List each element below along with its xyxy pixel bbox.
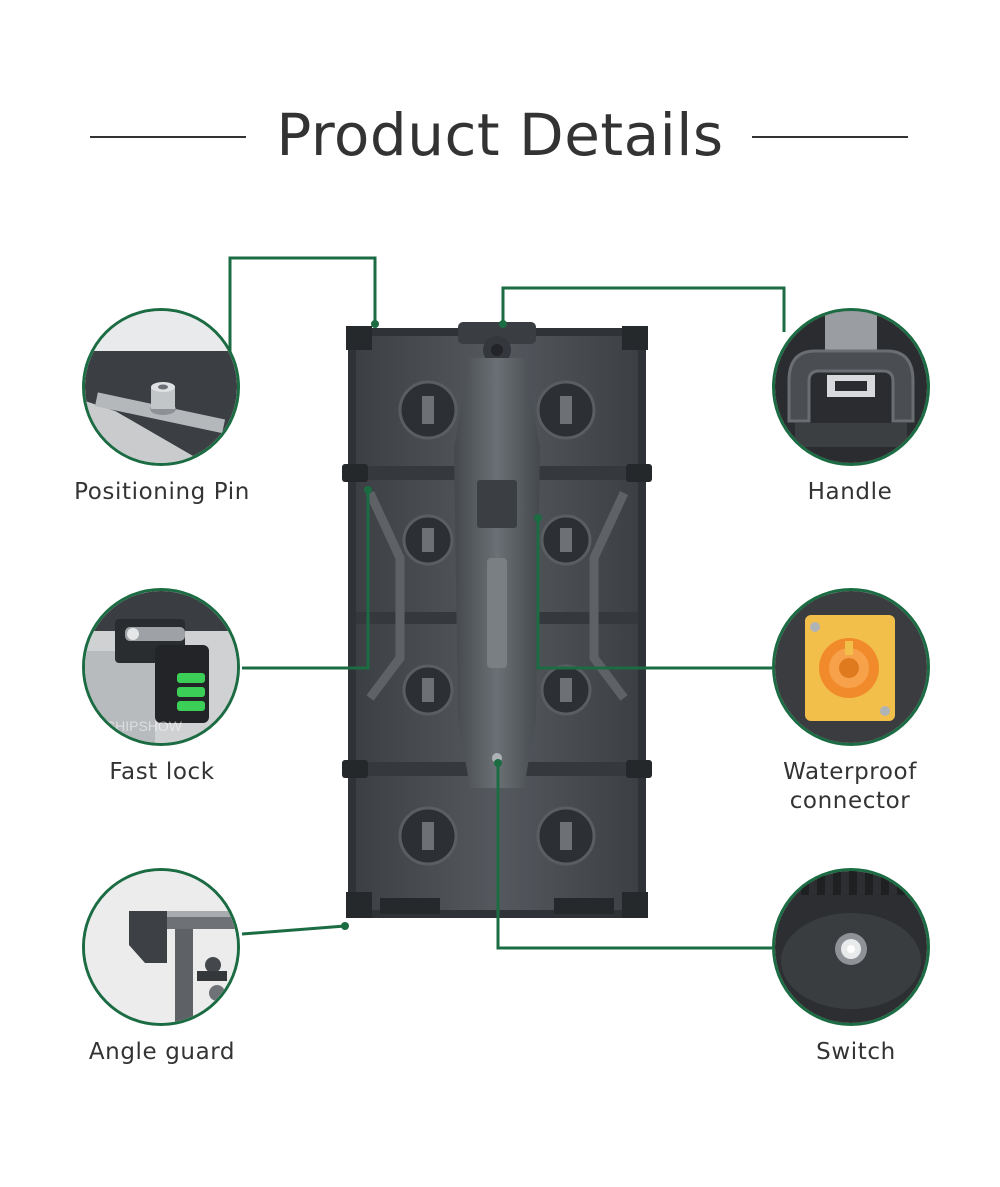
- page-title: Product Details: [276, 101, 724, 169]
- fast-lock-label: Fast lock: [109, 759, 215, 785]
- switch-label: Switch: [816, 1039, 896, 1065]
- led-cabinet-back-panel: [342, 322, 652, 918]
- waterproof-connector-label-line1: Waterproof: [783, 759, 917, 785]
- title-rule-right: [752, 136, 908, 138]
- fast-lock-callout: CHIPSHOW: [82, 588, 240, 746]
- waterproof-connector-label: Waterproof connector: [730, 758, 970, 816]
- switch-callout: [772, 868, 930, 1026]
- handle-callout: [772, 308, 930, 466]
- fast-lock-watermark: CHIPSHOW: [105, 718, 183, 734]
- waterproof-connector-label-line2: connector: [789, 788, 911, 814]
- positioning-pin-callout: [82, 308, 240, 466]
- angle-guard-callout: [82, 868, 240, 1026]
- waterproof-connector-callout: [772, 588, 930, 746]
- title-rule-left: [90, 136, 246, 138]
- handle-label: Handle: [807, 479, 893, 505]
- angle-guard-label: Angle guard: [88, 1039, 236, 1065]
- positioning-pin-label: Positioning Pin: [74, 479, 250, 505]
